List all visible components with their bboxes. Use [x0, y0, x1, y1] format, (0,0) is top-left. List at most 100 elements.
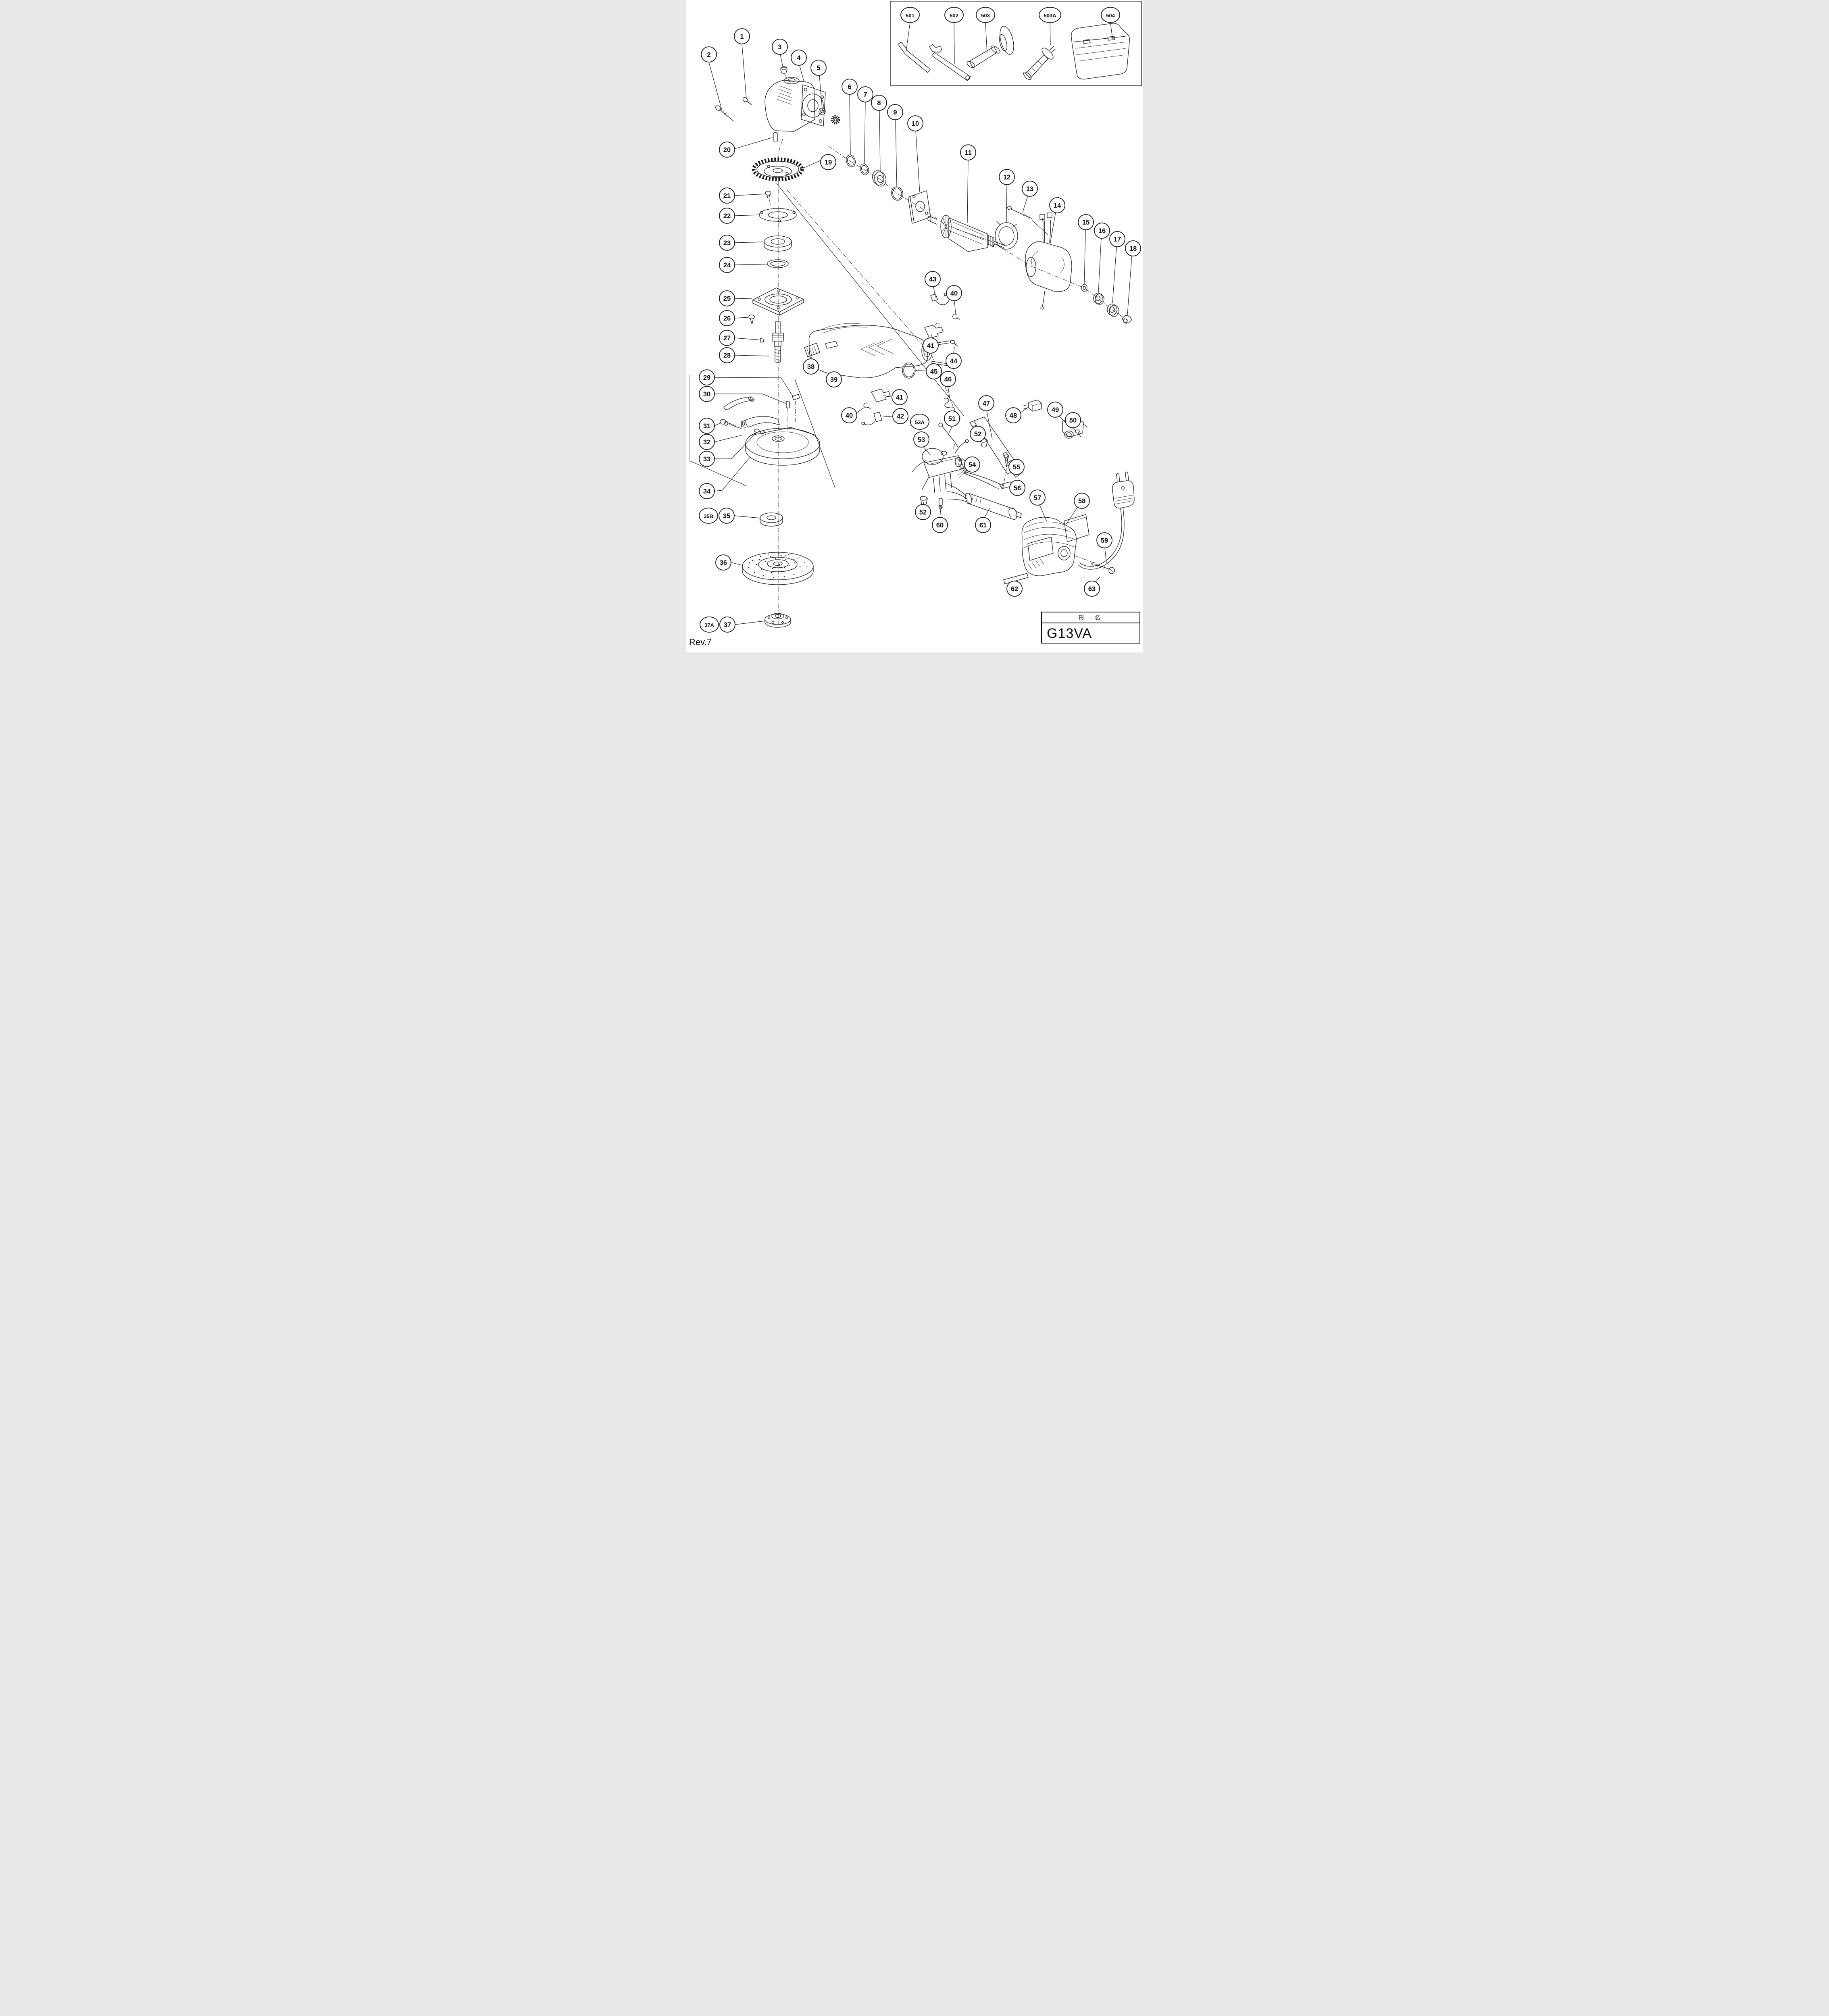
- bolt-31-drawing: [720, 419, 737, 427]
- leader-line-24: [735, 264, 767, 265]
- svg-text:54: 54: [969, 461, 976, 469]
- leader-line-14: [1050, 212, 1056, 244]
- screw-2-drawing: [715, 105, 733, 121]
- svg-text:8: 8: [877, 100, 881, 107]
- svg-text:57: 57: [1034, 494, 1041, 502]
- wire-54-drawing: [958, 470, 1004, 489]
- leader-line-31: [715, 423, 720, 426]
- balloon-35B: 35B: [699, 508, 718, 523]
- leader-line-25: [735, 298, 752, 299]
- svg-text:23: 23: [723, 240, 731, 247]
- leader-line-57: [1039, 505, 1047, 521]
- leader-line-58: [1067, 507, 1077, 524]
- svg-text:58: 58: [1078, 498, 1085, 505]
- leader-line-15: [1084, 230, 1085, 284]
- leader-line-41: [931, 335, 932, 338]
- balloon-38: 38: [803, 357, 819, 374]
- balloon-502: 502: [945, 7, 963, 64]
- balloon-503A: 503A: [1039, 7, 1061, 45]
- screw-1-drawing: [742, 96, 752, 105]
- wheel-group: [742, 513, 813, 627]
- svg-text:2: 2: [707, 51, 710, 58]
- svg-text:37: 37: [724, 621, 731, 629]
- balloon-20: 20: [719, 137, 773, 157]
- balloon-49: 49: [1048, 402, 1066, 423]
- svg-text:62: 62: [1011, 585, 1018, 593]
- leader-line-60: [940, 509, 941, 517]
- svg-text:17: 17: [1114, 236, 1121, 243]
- leader-line-41: [883, 396, 892, 397]
- pin-30-drawing: [786, 401, 790, 408]
- svg-text:41: 41: [927, 342, 934, 350]
- leader-line-9: [896, 120, 897, 186]
- svg-text:9: 9: [893, 109, 897, 116]
- leader-line-13: [1023, 196, 1028, 212]
- svg-text:35: 35: [723, 512, 730, 520]
- grinding-wheel-36-drawing: [742, 552, 813, 585]
- screw-59-drawing: [1092, 562, 1114, 574]
- leader-line-5: [819, 75, 822, 108]
- brush-spring-40-lower-drawing: [864, 403, 871, 408]
- balloon-9: 9: [887, 104, 903, 186]
- leader-line-47: [987, 411, 992, 439]
- leader-line-37: [735, 621, 765, 625]
- balloon-52: 52: [970, 426, 985, 442]
- balloon-1: 1: [734, 29, 750, 99]
- leader-line-46: [948, 387, 950, 398]
- svg-text:22: 22: [723, 212, 731, 220]
- lever-30-drawing: [724, 397, 754, 410]
- brush-holder-41-upper-drawing: [925, 323, 943, 338]
- model-name-value: G13VA: [1047, 626, 1092, 641]
- screw-55-drawing: [1004, 455, 1009, 467]
- spindle-28-drawing: [772, 322, 783, 362]
- leader-line-18: [1127, 256, 1132, 315]
- leader-line-48: [1021, 407, 1029, 412]
- balloon-7: 7: [858, 87, 873, 164]
- svg-text:49: 49: [1052, 406, 1059, 414]
- leader-line-12: [1006, 185, 1007, 222]
- balloon-34: 34: [699, 458, 750, 499]
- svg-text:502: 502: [950, 12, 958, 19]
- balloon-44: 44: [946, 347, 961, 369]
- balloon-5: 5: [811, 60, 826, 108]
- leader-line-49: [1059, 416, 1066, 423]
- stator-14-drawing: [1025, 213, 1072, 309]
- leader-line-17: [1112, 247, 1117, 303]
- clamp-band-32-drawing: [742, 416, 779, 427]
- balloon-25: 25: [719, 291, 752, 306]
- balloon-501: 501: [901, 7, 919, 52]
- terminal-60-drawing: [939, 498, 942, 509]
- leader-line-63: [1096, 577, 1100, 582]
- svg-text:50: 50: [1069, 417, 1077, 424]
- leader-line-11: [967, 160, 968, 223]
- bolt-13-drawing: [1007, 206, 1032, 219]
- balloon-50: 50: [1065, 412, 1081, 431]
- bushing-17-drawing: [1107, 304, 1119, 317]
- handle-bar-61-drawing: [946, 483, 1021, 521]
- accessory-box: [890, 1, 1142, 85]
- svg-text:28: 28: [723, 352, 731, 359]
- nut-18-drawing: [1122, 315, 1132, 324]
- svg-text:34: 34: [703, 488, 711, 495]
- svg-text:20: 20: [723, 146, 731, 154]
- leader-line-29: [715, 377, 794, 397]
- balloon-26: 26: [719, 310, 748, 326]
- balloon-37: 37: [720, 617, 765, 632]
- side-handle-drawing: [966, 25, 1017, 69]
- svg-text:1: 1: [740, 33, 744, 40]
- balloon-61: 61: [975, 508, 991, 533]
- balloon-28: 28: [719, 348, 769, 363]
- svg-text:31: 31: [703, 423, 710, 430]
- leader-line-43: [933, 287, 935, 298]
- balloon-14: 14: [1050, 198, 1065, 244]
- packing-gland-25-drawing: [753, 288, 804, 315]
- svg-text:7: 7: [863, 91, 867, 98]
- balloon-24: 24: [719, 257, 767, 273]
- svg-text:55: 55: [1013, 464, 1020, 471]
- slide-knob-38-drawing: [804, 343, 820, 357]
- svg-text:41: 41: [896, 394, 903, 401]
- tail-cover-group: [1004, 514, 1114, 584]
- svg-text:503: 503: [981, 12, 990, 19]
- leader-line-28: [735, 355, 769, 356]
